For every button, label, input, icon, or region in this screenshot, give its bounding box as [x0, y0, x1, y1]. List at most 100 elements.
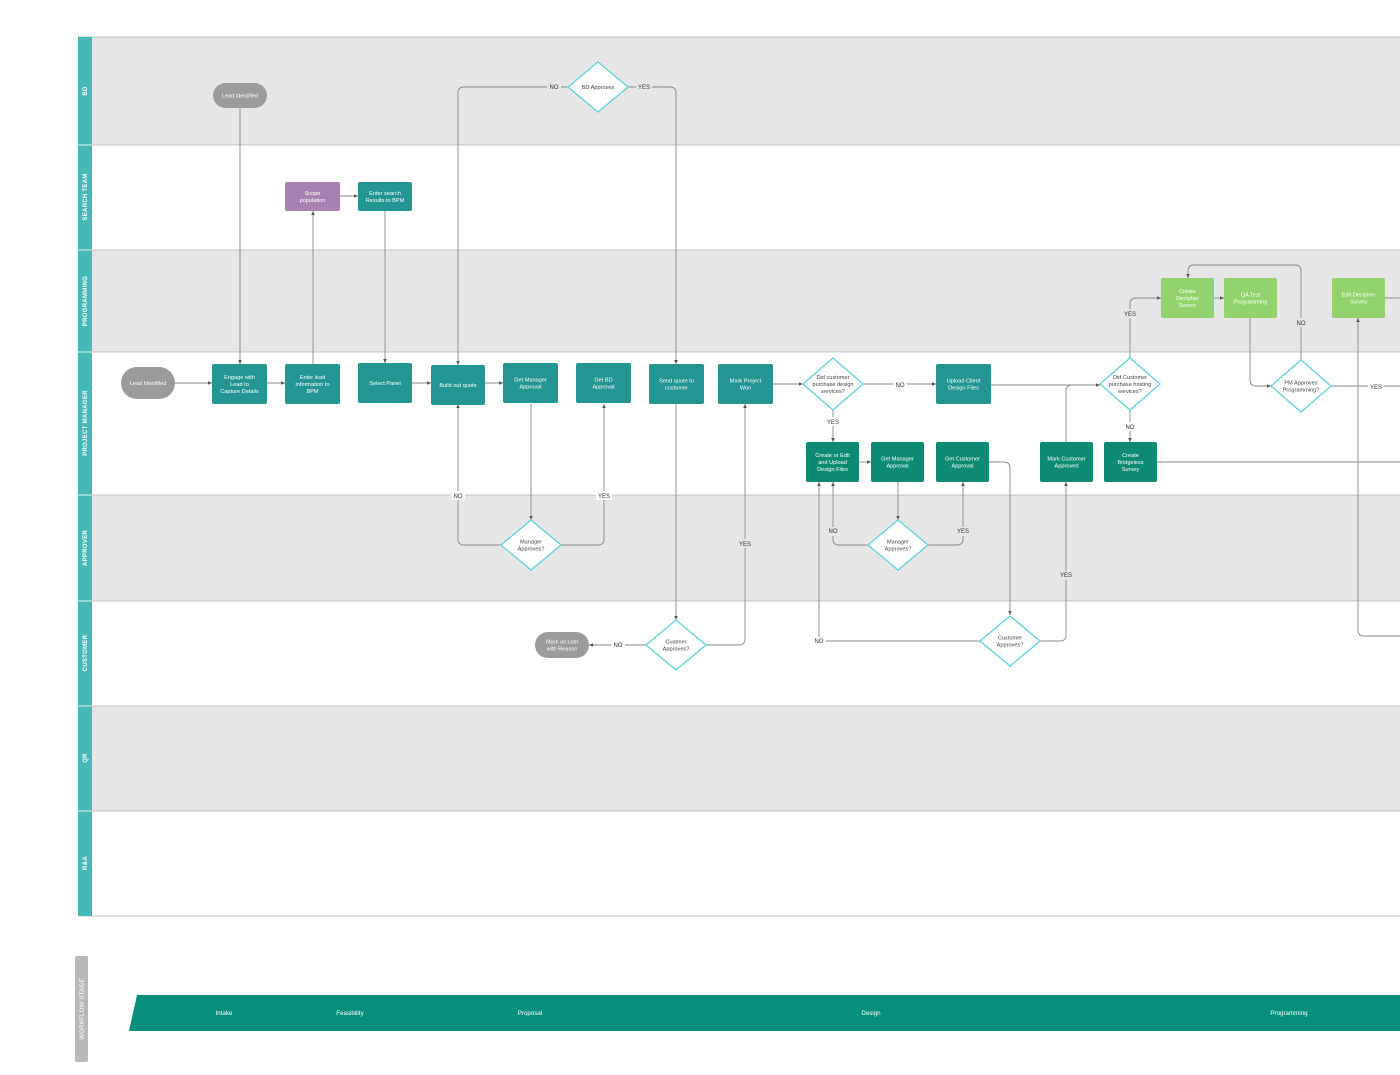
edge-label-no: NO: [815, 639, 824, 645]
terminal-shape: [213, 83, 267, 108]
process-box: [212, 364, 267, 404]
node-select-panel[interactable]: Select Panel: [358, 363, 412, 403]
process-box: [1161, 278, 1214, 318]
process-box: [936, 442, 989, 482]
edge-label-no: NO: [896, 383, 905, 389]
edge-label-yes: YES: [598, 494, 610, 500]
edge-labels: NO YES NO YES YES NO NO YES NO YES NO YE…: [451, 82, 1384, 650]
lane-label-programming: PROGRAMMING: [83, 276, 89, 326]
process-box: [1104, 442, 1157, 482]
lane-label-ra: R&A: [83, 856, 89, 870]
edge-label-no: NO: [550, 85, 559, 91]
edge-label-yes: YES: [638, 85, 650, 91]
node-label: Lead Identified: [130, 381, 167, 387]
process-box: [806, 442, 859, 482]
decision-diamond: [802, 357, 864, 411]
node-label: BD Approves: [582, 85, 615, 91]
stage-programming[interactable]: [1063, 995, 1400, 1031]
decision-diamond: [1099, 357, 1161, 411]
stage-proposal[interactable]: [381, 995, 680, 1031]
terminal-shape: [535, 632, 589, 658]
terminal-shape: [121, 367, 175, 399]
edge-label-no: NO: [829, 529, 838, 535]
edge-label-yes: YES: [1060, 573, 1072, 579]
node-lead-identified-bd[interactable]: Lead Identified: [213, 83, 267, 108]
process-box: [431, 365, 485, 405]
edge-label-no: NO: [454, 494, 463, 500]
process-box: [358, 363, 412, 403]
lane-bd-bg: [92, 37, 1400, 145]
lane-label-approver: APPROVER: [83, 530, 89, 566]
lane-label-qr: QR: [83, 753, 89, 763]
decision-diamond: [499, 519, 563, 571]
lane-label-customer: CUSTOMER: [83, 634, 89, 671]
node-bd-approves[interactable]: BD Approves: [566, 61, 630, 113]
stage-programming-label: Programming: [1270, 1010, 1308, 1017]
workflow-stage-tab: [75, 956, 88, 1062]
edge-label-no: NO: [1297, 321, 1306, 327]
stage-design[interactable]: [672, 995, 1071, 1031]
node-label: Lead Identified: [222, 94, 259, 100]
process-box: [285, 182, 340, 211]
node-build-quote[interactable]: Build out quote: [431, 365, 485, 405]
process-box: [576, 363, 631, 403]
lane-label-bd: BD: [83, 86, 89, 96]
lane-label-project-manager: PROJECT MANAGER: [83, 390, 89, 456]
stage-feasibility[interactable]: [311, 995, 389, 1031]
node-label: Select Panel: [369, 381, 400, 387]
process-box: [1040, 442, 1093, 482]
lanes: BD SEARCH TEAM PROGRAMMING PROJECT MANAG…: [78, 36, 1400, 917]
edge-label-yes: YES: [957, 529, 969, 535]
stage-design-label: Design: [861, 1010, 881, 1017]
edge-label-yes: YES: [1370, 385, 1382, 391]
node-lead-identified-pm[interactable]: Lead Identified: [121, 367, 175, 399]
process-box: [871, 442, 924, 482]
stage-intake-label: Intake: [216, 1010, 233, 1017]
process-box: [718, 364, 773, 404]
edge-label-no: NO: [614, 643, 623, 649]
stage-intake[interactable]: [129, 995, 320, 1031]
lane-label-search-team: SEARCH TEAM: [83, 173, 89, 220]
